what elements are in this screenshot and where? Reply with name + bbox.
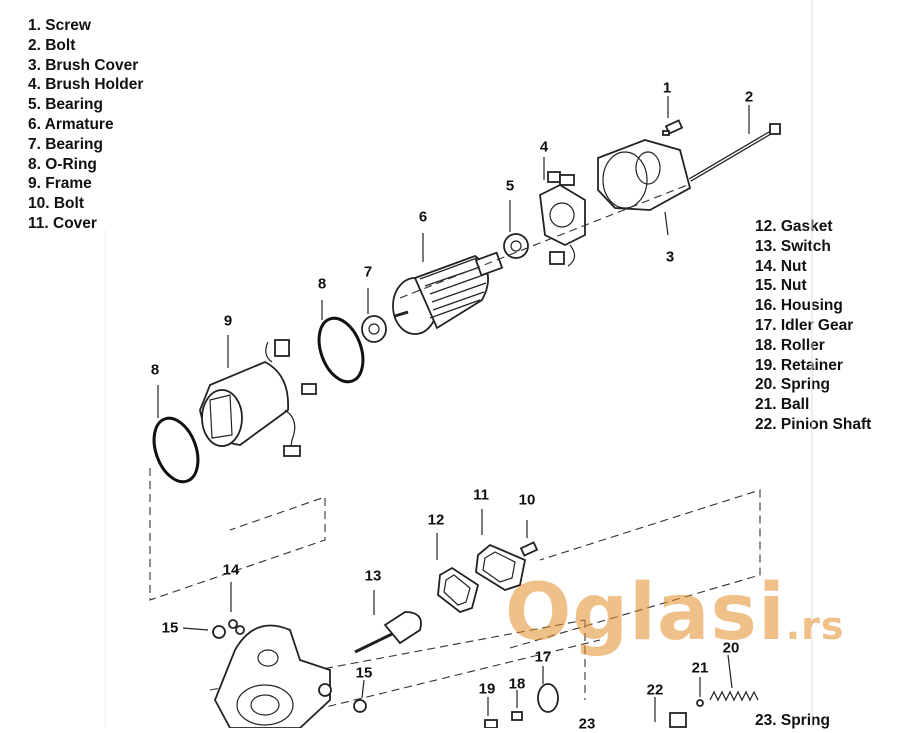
legend-item: 14. Nut (755, 257, 807, 275)
legend-item: 10. Bolt (28, 195, 84, 213)
brush-holder-part (539, 171, 586, 267)
spring-part (709, 654, 759, 702)
legend-item: 12. Gasket (755, 218, 833, 235)
callout-15: 15 (161, 619, 179, 637)
callout-8: 8 (150, 361, 160, 379)
assembly-line (209, 619, 586, 691)
legend-item: 11. Cover (28, 214, 97, 232)
bearing-part (503, 233, 529, 259)
callout-10: 10 (518, 491, 536, 509)
legend-item: 4. Brush Holder (28, 76, 144, 94)
callout-11: 11 (473, 486, 489, 504)
parts-legend-right: 12. Gasket 13. Switch 14. Nut 15. Nut 16… (755, 217, 871, 435)
callout-14: 14 (222, 561, 240, 579)
ball-part (696, 677, 704, 707)
callout-17: 17 (534, 648, 552, 666)
assembly-line (149, 468, 326, 601)
switch-part (354, 590, 422, 654)
legend-item: 9. Frame (28, 175, 92, 193)
callout-8: 8 (317, 275, 327, 293)
callout-7: 7 (363, 263, 373, 281)
bolt-part (519, 520, 539, 557)
callout-1: 1 (662, 79, 672, 97)
legend-item: 15. Nut (755, 277, 807, 295)
assembly-line (239, 639, 601, 728)
legend-item: 18. Roller (755, 336, 825, 354)
o-ring-part (152, 416, 200, 484)
frame-part (199, 339, 317, 457)
callout-18: 18 (508, 675, 526, 693)
legend-item: 22. Pinion Shaft (755, 415, 872, 433)
callout-6: 6 (418, 208, 428, 226)
callout-9: 9 (223, 312, 233, 330)
callout-12: 12 (427, 511, 445, 529)
callout-13: 13 (364, 567, 382, 585)
roller-part (511, 690, 523, 721)
legend-item: 3. Brush Cover (28, 56, 139, 74)
parts-legend-left: 1. Screw 2. Bolt 3. Brush Cover 4. Brush… (28, 16, 143, 234)
legend-item: 17. Idler Gear (755, 316, 854, 334)
legend-item: 1. Screw (28, 17, 91, 34)
callout-21: 21 (691, 659, 709, 677)
nut-part (353, 679, 367, 713)
callout-23: 23 (578, 715, 596, 733)
legend-item: 19. Retainer (755, 356, 843, 374)
callout-22: 22 (646, 681, 664, 699)
legend-item: 5. Bearing (28, 96, 103, 114)
watermark-logo: Oglasi.rs (505, 568, 844, 658)
callout-20: 20 (722, 639, 740, 657)
armature-part (392, 251, 504, 335)
assembly-line (509, 489, 761, 649)
bolt-part (688, 123, 781, 182)
gasket-part (436, 533, 480, 614)
legend-item: 2. Bolt (28, 36, 76, 54)
legend-item: 6. Armature (28, 115, 114, 133)
brush-cover-part (597, 139, 692, 236)
legend-item-bottom: 23. Spring (755, 712, 830, 729)
legend-item: 21. Ball (755, 396, 810, 414)
callout-15: 15 (355, 664, 373, 682)
retainer-part (484, 697, 498, 728)
legend-item: 16. Housing (755, 297, 843, 315)
cover-part (475, 509, 527, 591)
idler-gear-part (537, 666, 559, 713)
legend-item: 20. Spring (755, 376, 830, 394)
bearing-part (361, 315, 387, 343)
legend-item: 7. Bearing (28, 135, 103, 153)
callout-5: 5 (505, 177, 515, 195)
callout-3: 3 (665, 248, 675, 266)
nut-part (182, 582, 245, 639)
pinion-shaft-part (654, 697, 687, 728)
screw-part (662, 119, 684, 136)
o-ring-part (317, 316, 365, 384)
watermark-suffix: .rs (785, 604, 845, 648)
watermark-brand: Oglasi (505, 568, 786, 658)
legend-item: 8. O-Ring (28, 155, 97, 173)
callout-4: 4 (539, 138, 549, 156)
callout-19: 19 (478, 680, 496, 698)
housing-part (214, 624, 332, 728)
callout-2: 2 (744, 88, 754, 106)
